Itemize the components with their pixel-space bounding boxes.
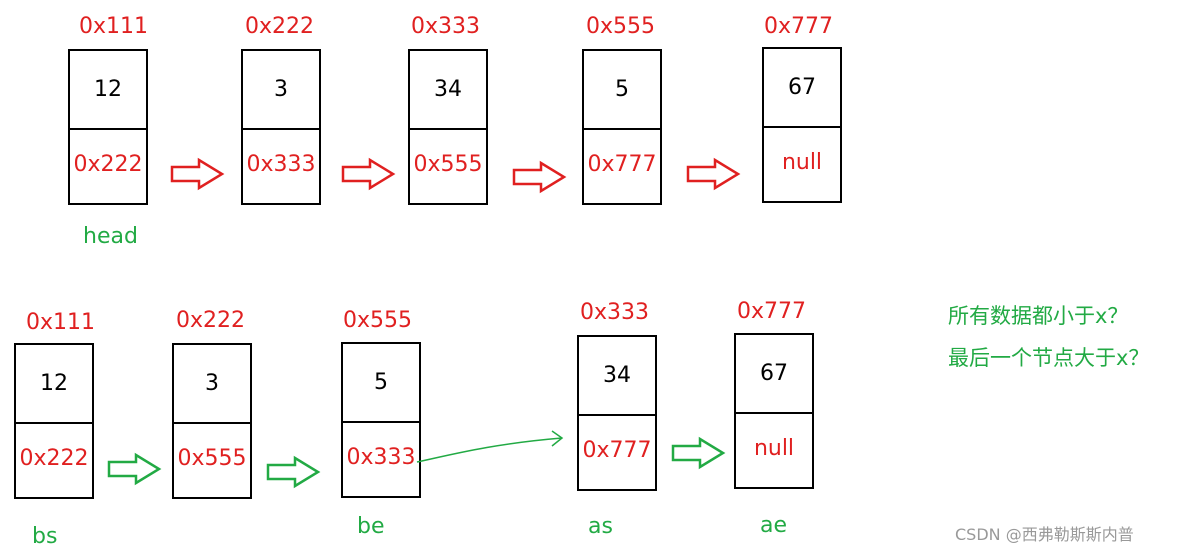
node-next-pointer: 0x222 <box>73 152 143 177</box>
top-node-5-address: 0x777 <box>764 14 834 39</box>
bottom-node-1: 12 0x222 <box>14 343 94 499</box>
bottom-node-2: 3 0x555 <box>172 343 252 499</box>
as-label: as <box>588 514 613 539</box>
node-next-pointer: 0x333 <box>346 445 416 470</box>
node-next-pointer: null <box>753 436 795 461</box>
node-next-pointer: 0x555 <box>177 446 247 471</box>
node-next-pointer: 0x222 <box>19 446 89 471</box>
node-value: 3 <box>174 345 250 424</box>
top-node-4: 5 0x777 <box>582 49 662 205</box>
note-line-1: 所有数据都小于x？ <box>948 304 1129 328</box>
top-arrow-1 <box>170 157 225 191</box>
node-next-pointer: 0x777 <box>587 152 657 177</box>
node-value: 12 <box>16 345 92 424</box>
node-value: 34 <box>579 337 655 416</box>
watermark: CSDN @西弗勒斯斯内普 <box>955 525 1134 544</box>
node-value: 12 <box>70 51 146 130</box>
bottom-node-4: 34 0x777 <box>577 335 657 491</box>
bottom-node-5-address: 0x777 <box>737 299 807 324</box>
bottom-arrow-4 <box>671 436 726 470</box>
top-node-1: 12 0x222 <box>68 49 148 205</box>
bottom-arrow-3-head <box>551 430 564 447</box>
bottom-arrow-2 <box>266 455 321 489</box>
ae-label: ae <box>760 513 788 538</box>
head-label: head <box>83 224 138 249</box>
bottom-node-3: 5 0x333 <box>341 342 421 498</box>
note-line-2: 最后一个节点大于x？ <box>948 346 1150 370</box>
top-arrow-2 <box>341 157 396 191</box>
bs-label: bs <box>32 524 58 549</box>
top-node-5: 67 null <box>762 47 842 203</box>
top-node-4-address: 0x555 <box>586 14 656 39</box>
node-value: 5 <box>343 344 419 423</box>
be-label: be <box>357 514 385 539</box>
bottom-node-1-address: 0x111 <box>26 310 96 335</box>
node-value: 67 <box>764 49 840 128</box>
bottom-arrow-1 <box>107 452 162 486</box>
top-arrow-4 <box>686 157 741 191</box>
node-next-pointer: null <box>781 150 823 175</box>
bottom-node-4-address: 0x333 <box>580 300 650 325</box>
top-node-1-address: 0x111 <box>79 14 149 39</box>
node-next-pointer: 0x333 <box>246 152 316 177</box>
node-next-pointer: 0x555 <box>413 152 483 177</box>
top-node-3: 34 0x555 <box>408 49 488 205</box>
node-value: 34 <box>410 51 486 130</box>
node-value: 5 <box>584 51 660 130</box>
node-next-pointer: 0x777 <box>582 438 652 463</box>
top-node-2: 3 0x333 <box>241 49 321 205</box>
top-arrow-3 <box>512 160 567 194</box>
bottom-node-2-address: 0x222 <box>176 308 246 333</box>
node-value: 67 <box>736 335 812 414</box>
bottom-arrow-3 <box>416 437 563 463</box>
node-value: 3 <box>243 51 319 130</box>
bottom-node-3-address: 0x555 <box>343 308 413 333</box>
top-node-2-address: 0x222 <box>245 14 315 39</box>
bottom-node-5: 67 null <box>734 333 814 489</box>
top-node-3-address: 0x333 <box>411 14 481 39</box>
